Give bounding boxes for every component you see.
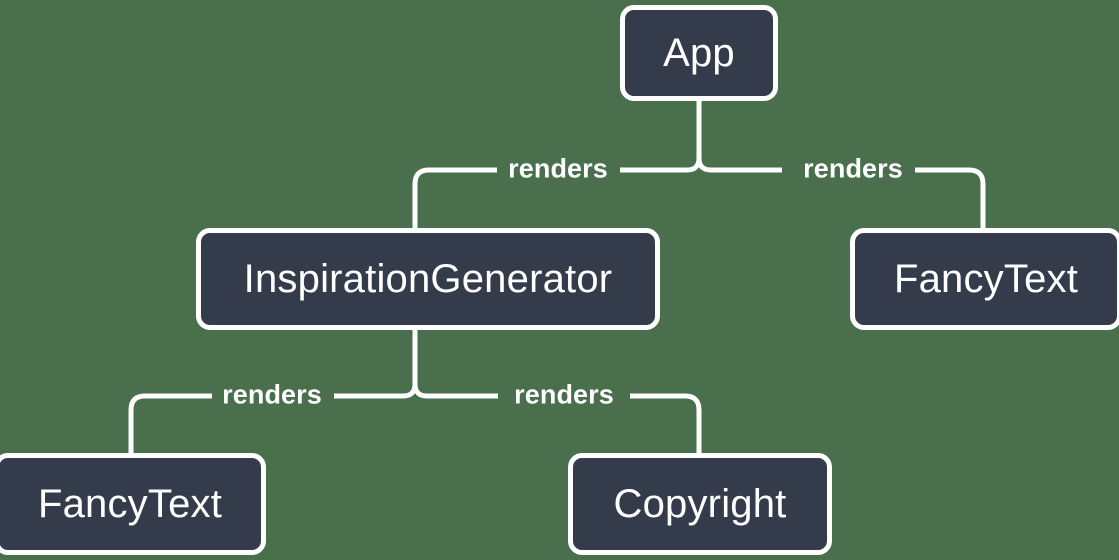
connector-inspirationgenerator-to-copyright bbox=[630, 393, 702, 456]
edge-label-app-to-inspiration-generator: renders bbox=[508, 153, 608, 184]
node-fancytext-bottom-left[interactable]: FancyText bbox=[0, 453, 266, 555]
edge-label-app-to-fancytext-right: renders bbox=[803, 153, 903, 184]
node-copyright[interactable]: Copyright bbox=[568, 453, 832, 555]
connector-inspirationgenerator-split-left bbox=[334, 383, 418, 399]
connector-inspirationgenerator-split-right bbox=[412, 383, 498, 399]
node-fancytext-bottom-left-label: FancyText bbox=[37, 482, 223, 526]
node-app-label: App bbox=[663, 31, 735, 75]
node-copyright-label: Copyright bbox=[613, 482, 787, 526]
node-fancytext-right[interactable]: FancyText bbox=[850, 228, 1119, 330]
node-app[interactable]: App bbox=[620, 5, 778, 101]
connector-inspirationgenerator-to-fancytext bbox=[128, 393, 212, 456]
edge-label-inspiration-generator-to-fancytext: renders bbox=[222, 379, 322, 410]
node-fancytext-right-label: FancyText bbox=[893, 257, 1079, 301]
node-inspiration-generator-label: InspirationGenerator bbox=[243, 257, 613, 301]
connector-app-to-fancytext-right bbox=[915, 167, 986, 231]
connector-app-split-left bbox=[620, 157, 702, 173]
edge-label-inspiration-generator-to-copyright: renders bbox=[514, 379, 614, 410]
connector-app-to-inspirationgenerator bbox=[412, 167, 497, 231]
node-inspiration-generator[interactable]: InspirationGenerator bbox=[196, 228, 660, 330]
connector-app-split-right bbox=[696, 157, 782, 173]
